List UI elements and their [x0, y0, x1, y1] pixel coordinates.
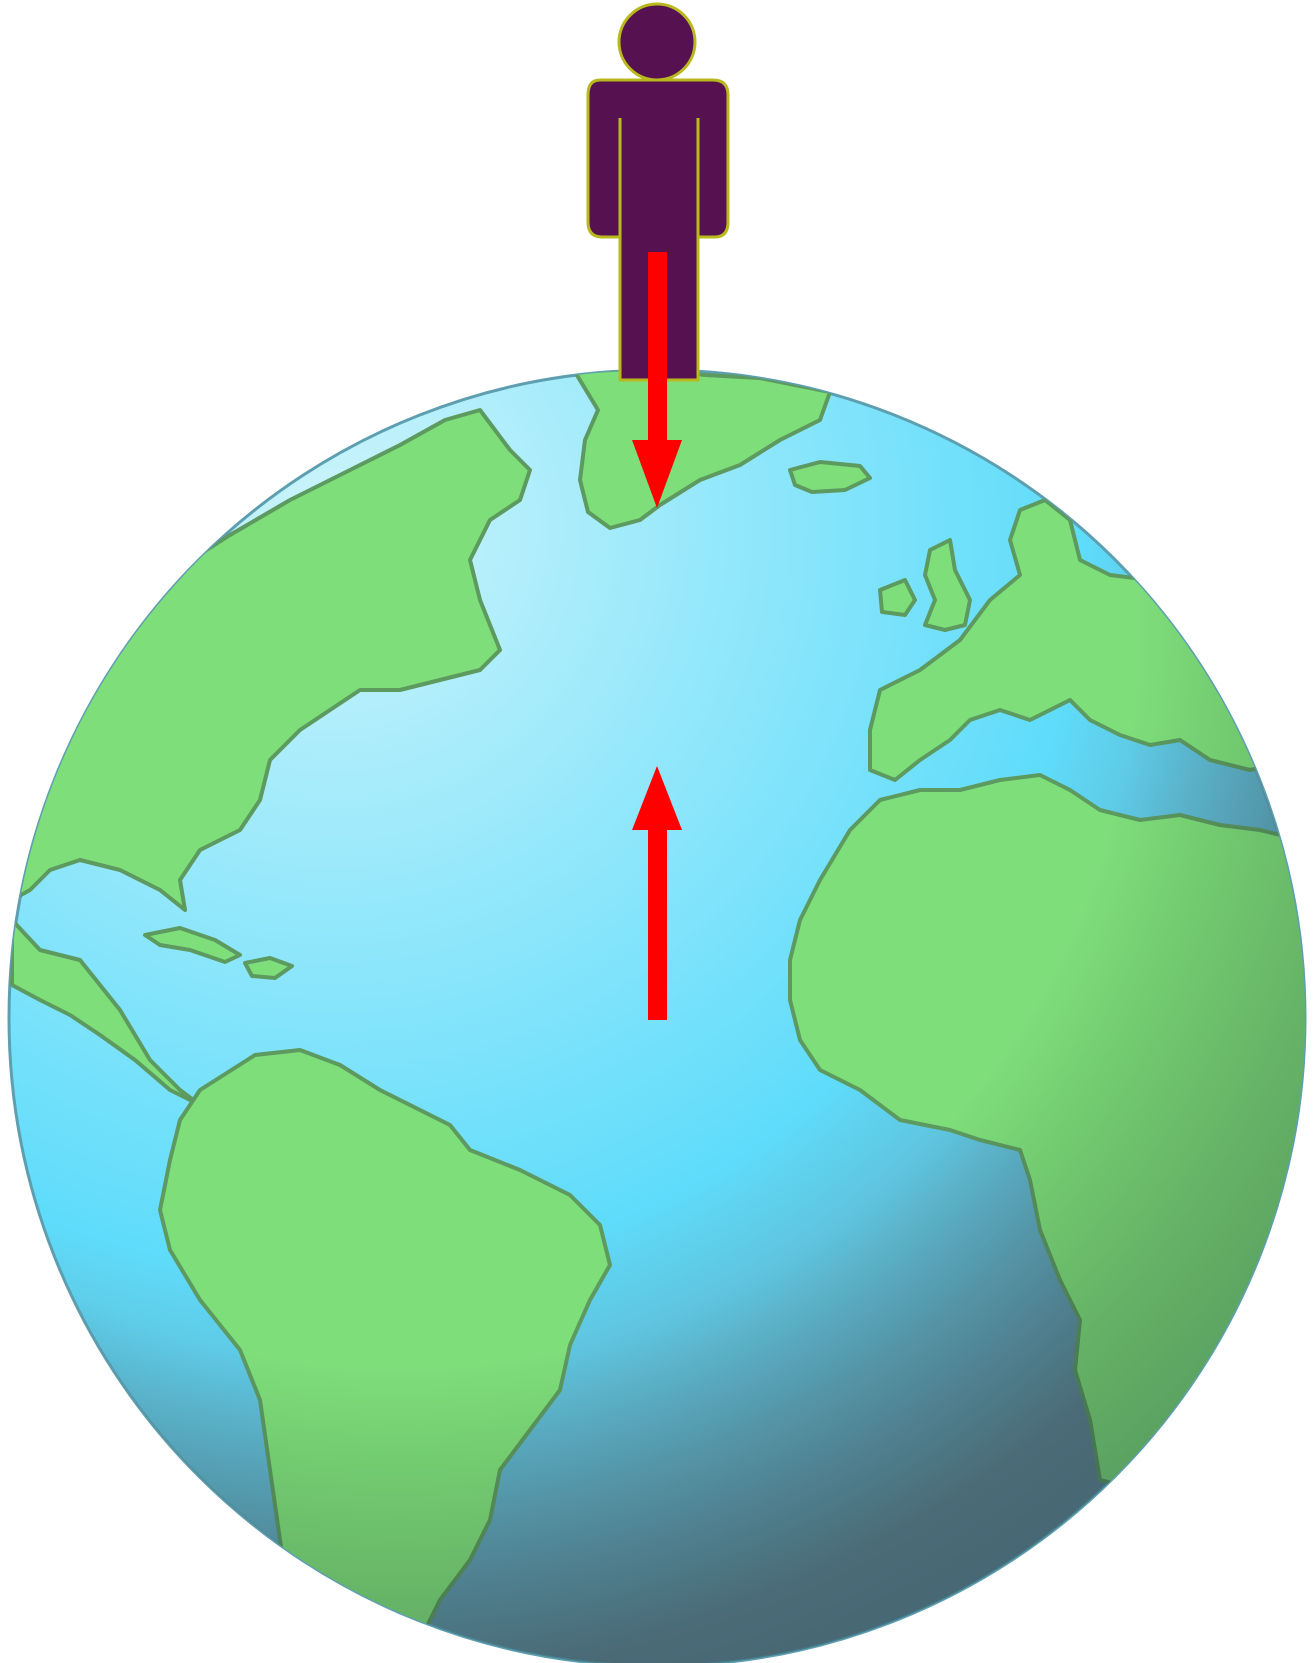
gravity-diagram — [0, 0, 1314, 1663]
figure — [0, 0, 1314, 1663]
